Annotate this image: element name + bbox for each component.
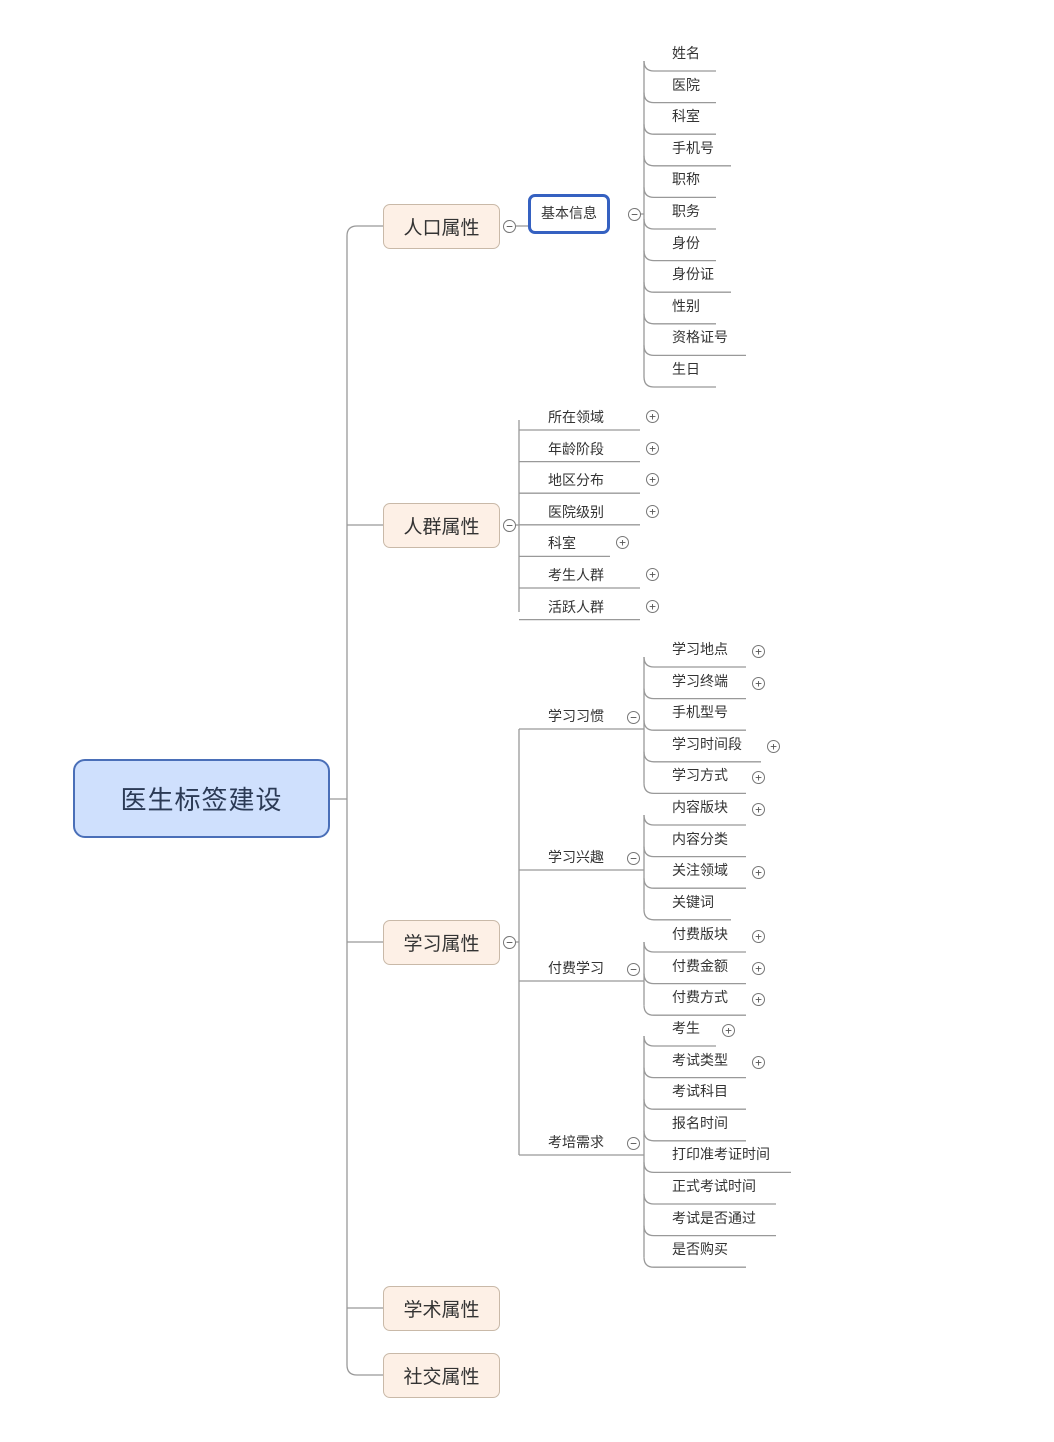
sub-topic[interactable]: 科室 — [548, 536, 576, 553]
minus-circle-icon[interactable]: − — [627, 1137, 640, 1150]
leaf-topic[interactable]: 生日 — [672, 362, 700, 378]
leaf-topic[interactable]: 正式考试时间 — [672, 1179, 756, 1195]
leaf-topic[interactable]: 考试是否通过 — [672, 1210, 756, 1227]
leaf-topic[interactable]: 手机型号 — [672, 705, 728, 722]
leaf-topic[interactable]: 考试科目 — [672, 1084, 728, 1101]
leaf-topic[interactable]: 姓名 — [672, 46, 700, 62]
leaf-topic[interactable]: 资格证号 — [672, 330, 728, 347]
plus-circle-icon[interactable]: + — [752, 866, 765, 880]
minus-circle-icon[interactable]: − — [628, 208, 641, 221]
sub-topic[interactable]: 考生人群 — [548, 568, 604, 584]
plus-circle-icon[interactable]: + — [646, 568, 659, 581]
branch-connector — [346, 1364, 383, 1376]
leaf-topic[interactable]: 关注领域 — [672, 863, 728, 880]
plus-circle-icon[interactable]: + — [752, 930, 765, 943]
branch-topic[interactable]: 社交属性 — [383, 1353, 500, 1398]
plus-circle-icon[interactable]: + — [646, 410, 659, 423]
leaf-topic[interactable]: 身份 — [672, 235, 700, 252]
leaf-topic[interactable]: 是否购买 — [672, 1242, 728, 1259]
branch-topic[interactable]: 人群属性 — [383, 503, 500, 548]
plus-circle-icon[interactable]: + — [752, 771, 765, 785]
leaf-topic[interactable]: 付费版块 — [672, 927, 728, 943]
plus-circle-icon[interactable]: + — [752, 1055, 765, 1069]
plus-circle-icon[interactable]: + — [752, 676, 765, 690]
plus-circle-icon[interactable]: + — [752, 993, 765, 1007]
minus-circle-icon[interactable]: − — [627, 711, 640, 724]
leaf-topic[interactable]: 医院 — [672, 77, 700, 94]
minus-circle-icon[interactable]: − — [503, 220, 516, 233]
sub-topic[interactable]: 付费学习 — [548, 961, 604, 977]
leaf-topic[interactable]: 职务 — [672, 204, 700, 220]
leaf-topic[interactable]: 付费方式 — [672, 990, 728, 1007]
minus-circle-icon[interactable]: − — [503, 936, 516, 949]
branch-topic[interactable]: 学习属性 — [383, 920, 500, 965]
sub-topic[interactable]: 考培需求 — [548, 1135, 604, 1151]
branch-topic[interactable]: 人口属性 — [383, 204, 500, 249]
plus-circle-icon[interactable]: + — [646, 504, 659, 518]
plus-circle-icon[interactable]: + — [646, 441, 659, 455]
minus-circle-icon[interactable]: − — [627, 963, 640, 976]
plus-circle-icon[interactable]: + — [616, 536, 629, 550]
leaf-topic[interactable]: 身份证 — [672, 267, 714, 284]
leaf-topic[interactable]: 科室 — [672, 109, 700, 126]
leaf-topic[interactable]: 报名时间 — [672, 1115, 728, 1132]
plus-circle-icon[interactable]: + — [767, 739, 780, 753]
leaf-topic[interactable]: 付费金额 — [672, 958, 728, 975]
sub-topic-selected[interactable]: 基本信息 — [528, 194, 610, 234]
root-topic[interactable]: 医生标签建设 — [73, 759, 330, 838]
plus-circle-icon[interactable]: + — [722, 1024, 735, 1037]
minus-circle-icon[interactable]: − — [627, 852, 640, 865]
leaf-topic[interactable]: 学习方式 — [672, 768, 728, 785]
leaf-topic[interactable]: 考试类型 — [672, 1052, 728, 1069]
leaf-topic[interactable]: 内容分类 — [672, 831, 728, 848]
leaf-topic[interactable]: 关键词 — [672, 894, 714, 911]
branch-topic[interactable]: 学术属性 — [383, 1286, 500, 1331]
leaf-topic[interactable]: 手机号 — [672, 140, 714, 157]
plus-circle-icon[interactable]: + — [752, 961, 765, 975]
sub-topic[interactable]: 活跃人群 — [548, 599, 604, 616]
sub-topic[interactable]: 学习兴趣 — [548, 850, 604, 866]
leaf-topic[interactable]: 学习地点 — [672, 642, 728, 658]
sub-topic[interactable]: 地区分布 — [548, 473, 604, 490]
leaf-topic[interactable]: 性别 — [672, 298, 700, 315]
minus-circle-icon[interactable]: − — [503, 519, 516, 532]
plus-circle-icon[interactable]: + — [752, 645, 765, 658]
sub-topic[interactable]: 年龄阶段 — [548, 441, 604, 458]
sub-topic[interactable]: 学习习惯 — [548, 709, 604, 725]
leaf-topic[interactable]: 打印准考证时间 — [672, 1147, 770, 1164]
leaf-topic[interactable]: 职称 — [672, 172, 700, 189]
branch-connector — [346, 225, 383, 237]
plus-circle-icon[interactable]: + — [646, 599, 659, 613]
leaf-topic[interactable]: 学习时间段 — [672, 736, 742, 753]
plus-circle-icon[interactable]: + — [646, 473, 659, 487]
leaf-topic[interactable]: 学习终端 — [672, 673, 728, 690]
sub-topic[interactable]: 所在领域 — [548, 410, 604, 426]
plus-circle-icon[interactable]: + — [752, 803, 765, 816]
leaf-topic[interactable]: 考生 — [672, 1021, 700, 1037]
sub-topic[interactable]: 医院级别 — [548, 504, 604, 521]
leaf-topic[interactable]: 内容版块 — [672, 800, 728, 816]
